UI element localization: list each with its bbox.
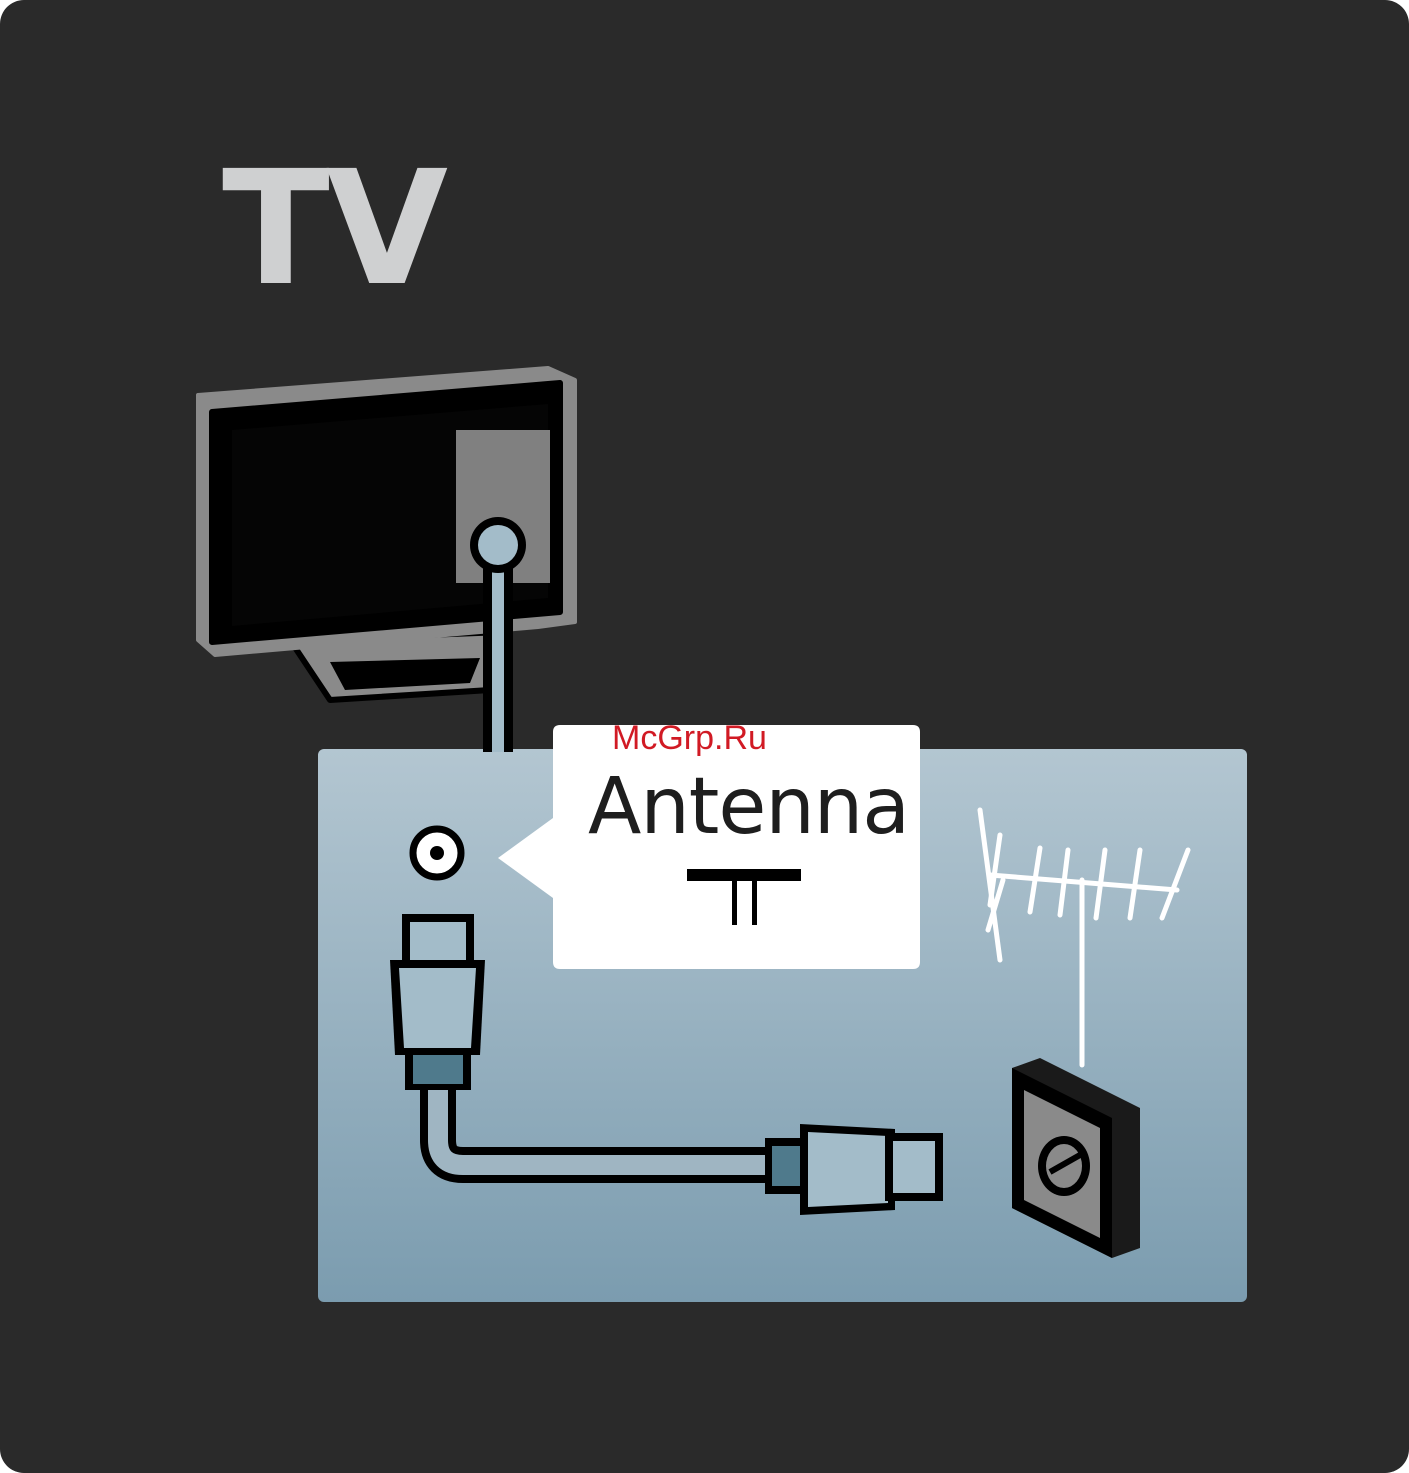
- watermark-text: McGrp.Ru: [612, 721, 767, 755]
- antenna-input-icon: [413, 829, 461, 877]
- page-title: TV: [222, 150, 444, 308]
- antenna-label: Antenna: [588, 768, 909, 846]
